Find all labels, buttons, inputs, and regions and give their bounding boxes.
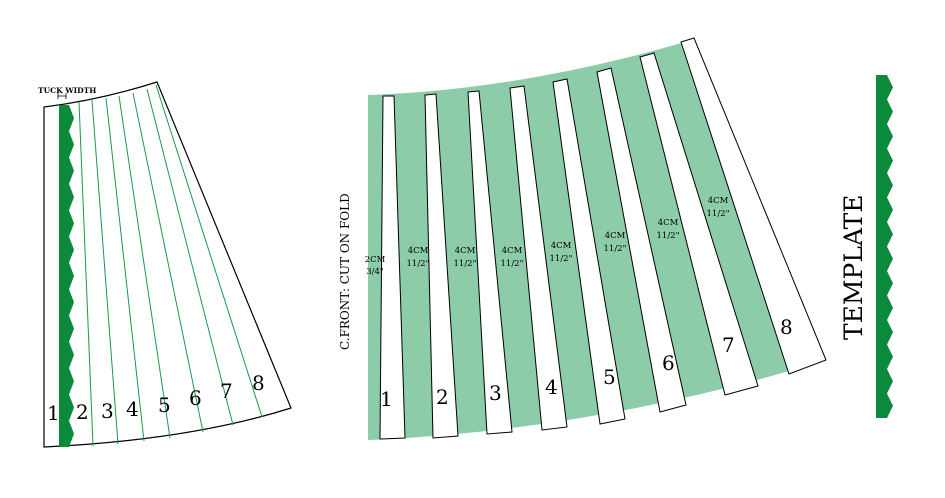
middle-skirt-pattern: C.FRONT: CUT ON FOLD 2CM 3/4" 4CM 11/2" 4C… xyxy=(338,37,827,440)
white-strip-1 xyxy=(379,95,406,440)
measure-imperial-1: 3/4" xyxy=(366,267,384,277)
section-number-8: 8 xyxy=(252,371,265,395)
section-number-2: 2 xyxy=(76,400,89,424)
section-number-5: 5 xyxy=(158,393,171,417)
pleat-line-3 xyxy=(105,97,145,442)
measure-metric-8: 4CM xyxy=(708,196,729,206)
pleat-line-1 xyxy=(78,101,94,447)
measure-imperial-2: 11/2" xyxy=(407,259,430,269)
measure-imperial-5: 11/2" xyxy=(550,254,573,264)
measure-imperial-6: 11/2" xyxy=(604,244,627,254)
left-skirt-pattern: TUCK WIDTH C.FRONT 1 2 3 4 5 6 7 8 xyxy=(38,81,292,448)
measure-metric-3: 4CM xyxy=(455,246,476,256)
strip-number-1: 1 xyxy=(380,387,393,411)
measure-imperial-3: 11/2" xyxy=(454,259,477,269)
pleat-line-5 xyxy=(132,92,204,433)
measurement-labels: 2CM 3/4" 4CM 11/2" 4CM 11/2" 4CM 11/2" 4CM 11/2… xyxy=(365,196,730,277)
section-number-3: 3 xyxy=(101,399,114,423)
strip-number-4: 4 xyxy=(545,375,558,399)
cut-on-fold-label: C.FRONT: CUT ON FOLD xyxy=(338,193,352,350)
section-number-4: 4 xyxy=(126,397,139,421)
section-number-1: 1 xyxy=(47,401,60,425)
white-strip-8 xyxy=(680,37,827,375)
section-number-6: 6 xyxy=(189,386,202,410)
white-strip-3 xyxy=(467,90,513,435)
white-strip-2 xyxy=(424,93,459,439)
measure-imperial-4: 11/2" xyxy=(501,259,524,269)
section-number-7: 7 xyxy=(220,379,233,403)
left-pattern-outline xyxy=(43,81,292,448)
tuck-width-marker xyxy=(57,93,67,99)
pleat-line-4 xyxy=(118,95,171,439)
pleat-line-6 xyxy=(146,88,234,426)
measure-metric-2: 4CM xyxy=(408,246,429,256)
strip-number-3: 3 xyxy=(489,381,502,405)
measure-metric-7: 4CM xyxy=(658,218,679,228)
white-strip-5 xyxy=(552,78,626,425)
white-strip-6 xyxy=(596,67,687,413)
strip-number-2: 2 xyxy=(436,385,449,409)
template-strip: TEMPLATE xyxy=(839,75,893,418)
strip-number-5: 5 xyxy=(603,365,616,389)
template-zigzag xyxy=(876,75,893,418)
white-strip-7 xyxy=(639,52,759,396)
measure-metric-5: 4CM xyxy=(551,241,572,251)
pleat-line-2 xyxy=(91,99,119,445)
measure-metric-6: 4CM xyxy=(605,231,626,241)
strip-number-6: 6 xyxy=(662,351,675,375)
tuck-zigzag xyxy=(59,105,74,447)
white-strips xyxy=(379,37,827,440)
white-strip-4 xyxy=(509,85,568,431)
template-label: TEMPLATE xyxy=(839,194,868,340)
measure-imperial-8: 11/2" xyxy=(707,209,730,219)
measure-metric-1: 2CM xyxy=(365,255,386,265)
tuck-width-label: TUCK WIDTH xyxy=(38,86,96,95)
pleat-line-7 xyxy=(155,84,263,418)
measure-metric-4: 4CM xyxy=(502,246,523,256)
strip-number-7: 7 xyxy=(722,333,735,357)
strip-number-8: 8 xyxy=(780,315,793,339)
c-front-label: C.FRONT xyxy=(43,249,61,322)
measure-imperial-7: 11/2" xyxy=(657,231,680,241)
pleat-lines xyxy=(78,84,263,447)
